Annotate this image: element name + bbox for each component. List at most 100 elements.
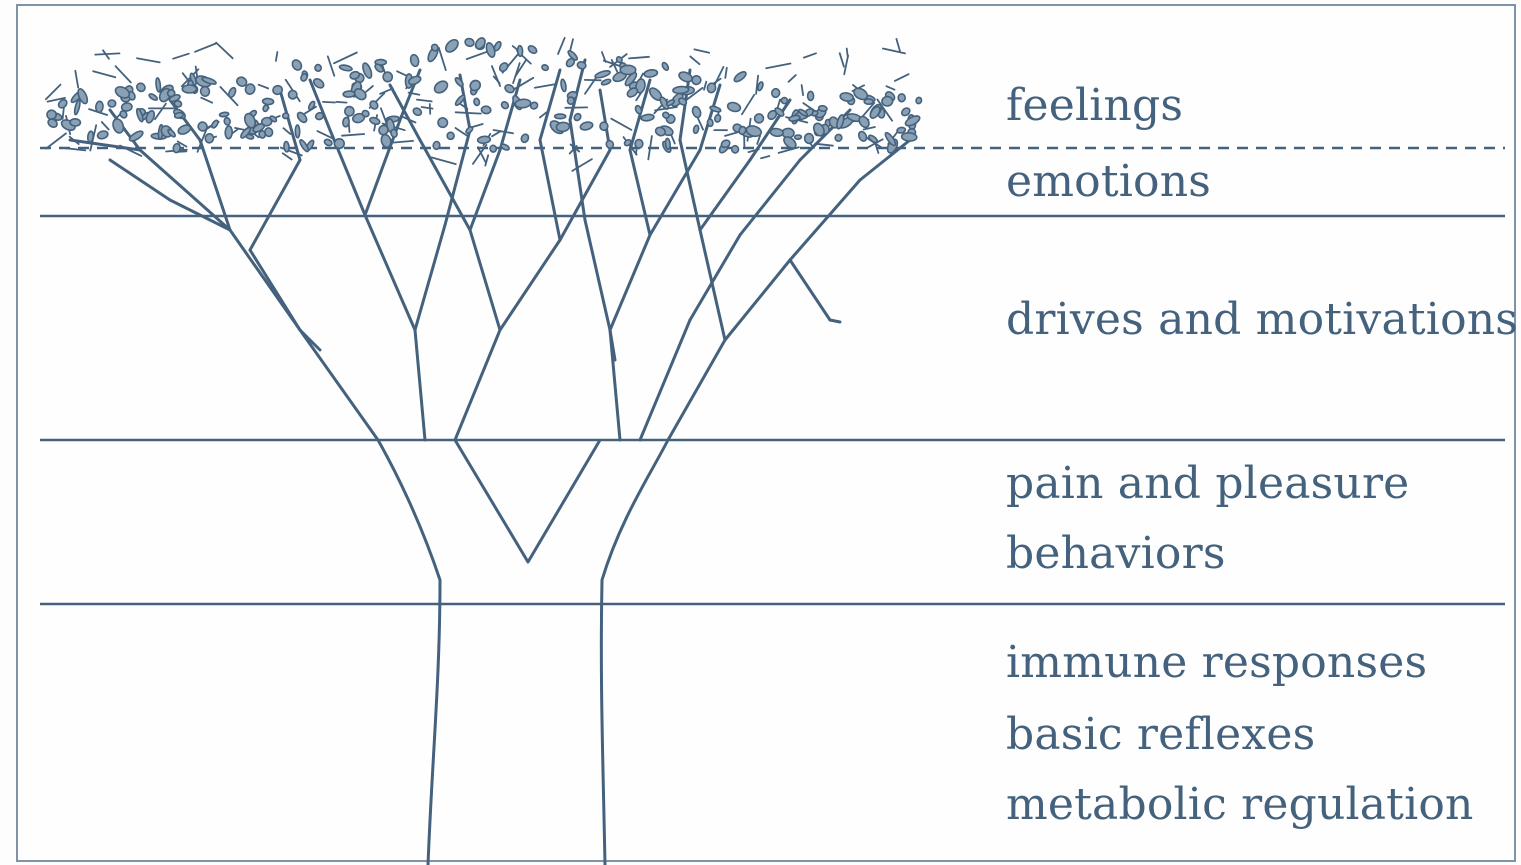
twig-stroke: [570, 39, 573, 50]
leaf: [474, 36, 487, 50]
twig-stroke: [137, 58, 160, 62]
label-drives-and-motivations: drives and motivations: [1006, 298, 1518, 342]
branch-stroke: [725, 260, 790, 340]
leaf: [258, 130, 266, 139]
leaf: [601, 78, 612, 86]
twig-stroke: [201, 98, 212, 103]
leaf: [864, 99, 873, 104]
leaf: [771, 88, 780, 98]
branch-stroke: [300, 330, 378, 440]
twig-stroke: [173, 54, 189, 59]
leaf: [541, 64, 549, 72]
branch-stroke: [445, 130, 470, 225]
branch-stroke: [700, 160, 750, 230]
branch-stroke: [250, 250, 300, 330]
leaf: [315, 65, 321, 72]
twig-stroke: [366, 86, 373, 92]
leaf: [665, 138, 671, 149]
twig-stroke: [422, 107, 433, 109]
twig-stroke: [336, 102, 346, 103]
twig-stroke: [46, 85, 61, 100]
leaf: [620, 65, 636, 74]
leaf: [339, 64, 353, 72]
leaf: [224, 117, 231, 125]
leaf: [901, 132, 917, 141]
leaf: [897, 127, 906, 134]
twig-stroke: [789, 75, 796, 82]
leaf: [481, 106, 491, 114]
leaf: [382, 71, 393, 82]
leaf: [804, 133, 814, 144]
label-basic-reflexes: basic reflexes: [1006, 713, 1315, 757]
leaf: [500, 100, 510, 110]
level-dividers: [40, 148, 1505, 604]
leaf: [205, 133, 214, 143]
twig-stroke: [766, 64, 790, 69]
leaf: [454, 77, 464, 88]
branch-stroke: [690, 235, 740, 320]
leaf: [898, 94, 906, 102]
leaf: [691, 105, 702, 118]
twig-stroke: [328, 56, 335, 75]
branch-stroke: [630, 150, 650, 235]
branch-stroke: [500, 240, 560, 330]
leaf: [555, 114, 566, 119]
twig-stroke: [456, 112, 481, 113]
branch-stroke: [790, 180, 860, 260]
twig-stroke: [886, 86, 894, 90]
twig-stroke: [804, 53, 816, 57]
leaf: [211, 119, 220, 129]
branch-stroke: [700, 230, 725, 340]
leaf: [334, 139, 344, 149]
leaf: [644, 69, 658, 78]
label-immune-responses: immune responses: [1006, 641, 1427, 685]
leaf: [262, 98, 273, 105]
leaf: [342, 117, 349, 127]
leaf: [369, 116, 381, 125]
twig-stroke: [694, 49, 709, 52]
branch-stroke: [610, 235, 650, 330]
twig-stroke: [802, 85, 804, 95]
leaf: [262, 104, 269, 112]
leaf: [493, 41, 502, 52]
leaf: [916, 97, 922, 104]
leaf: [868, 134, 879, 144]
tree-trunk: [378, 440, 668, 865]
twig-stroke: [259, 85, 269, 89]
twig-stroke: [102, 122, 109, 130]
twig-stroke: [417, 100, 432, 102]
leaf: [527, 44, 538, 55]
leaf: [344, 106, 355, 117]
branch-stroke: [830, 320, 840, 322]
leaf: [635, 139, 643, 148]
twig-stroke: [492, 131, 501, 136]
twig-stroke: [883, 49, 905, 54]
twig-stroke: [195, 44, 216, 52]
leaf: [560, 79, 567, 92]
branch-stroke: [455, 330, 500, 440]
twig-stroke: [840, 53, 844, 66]
leaf: [600, 122, 608, 130]
leaf: [641, 114, 655, 122]
branch-stroke: [640, 320, 690, 440]
twig-stroke: [585, 76, 598, 94]
leaf: [225, 126, 232, 139]
leaf: [261, 117, 272, 126]
leaf: [498, 61, 509, 73]
leaf: [857, 130, 868, 142]
branch-stroke: [470, 230, 500, 330]
twig-stroke: [116, 66, 131, 82]
leaf: [707, 83, 717, 94]
twig-stroke: [323, 102, 335, 103]
leaf: [47, 110, 57, 119]
twig-stroke: [896, 39, 900, 51]
leaf: [282, 113, 289, 119]
leaf: [433, 141, 441, 150]
label-feelings: feelings: [1006, 84, 1183, 128]
twig-stroke: [276, 52, 278, 61]
branch-stroke: [415, 330, 425, 440]
twig-stroke: [155, 104, 166, 120]
leaf: [412, 107, 423, 117]
leaf: [308, 101, 316, 111]
